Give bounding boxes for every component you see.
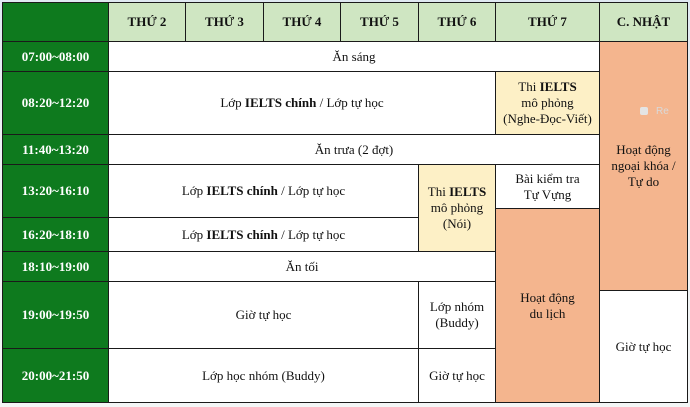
friday-mock-test-cell: Thi IELTS mô phỏng (Nói) [418,164,496,252]
dinner-cell: Ăn tối [108,251,496,282]
saturday-mock-test-cell: Thi IELTS mô phỏng (Nghe-Đọc-Viết) [495,71,600,135]
day-header-wed: THỨ 4 [263,2,341,42]
time-slot: 18:10~19:00 [2,251,109,282]
breakfast-cell: Ăn sáng [108,41,600,72]
time-slot: 08:20~12:20 [2,71,109,135]
time-slot: 20:00~21:50 [2,348,109,403]
morning-class-label: Lớp IELTS chính / Lớp tự học [220,95,384,110]
day-header-sat: THỨ 7 [495,2,600,42]
saturday-travel-cell: Hoạt động du lịch [495,208,600,403]
watermark-square-icon [640,107,648,116]
sunday-activity-cell: Hoạt động ngoại khóa / Tự do [599,41,688,291]
time-slot: 13:20~16:10 [2,164,109,218]
time-slot: 11:40~13:20 [2,134,109,165]
late-afternoon-class-label: Lớp IELTS chính / Lớp tự học [181,226,346,242]
sunday-self-study-cell: Giờ tự học [599,290,688,403]
faded-watermark: Re [640,106,690,126]
vocab-test-cell: Bài kiểm tra Tự Vựng [495,164,600,209]
time-slot: 16:20~18:10 [2,217,109,252]
group-class-cell: Lớp học nhóm (Buddy) [108,348,419,403]
group-class-friday-label: Lớp nhóm (Buddy) [429,299,485,330]
saturday-mock-test-label: Thi IELTS mô phỏng (Nghe-Đọc-Viết) [503,79,592,126]
vocab-test-label: Bài kiểm tra Tự Vựng [515,170,580,202]
corner-cell [2,2,109,42]
afternoon-class-cell: Lớp IELTS chính / Lớp tự học [108,164,419,218]
lunch-cell: Ăn trưa (2 đợt) [108,134,600,165]
self-study-cell: Giờ tự học [108,281,419,349]
day-header-sun: C. NHẬT [599,2,688,42]
late-afternoon-class-cell: Lớp IELTS chính / Lớp tự học [108,217,419,252]
morning-class-cell: Lớp IELTS chính / Lớp tự học [108,71,496,135]
sunday-activity-label: Hoạt động ngoại khóa / Tự do [611,142,676,189]
time-slot: 19:00~19:50 [2,281,109,349]
group-class-friday-cell: Lớp nhóm (Buddy) [418,281,496,349]
day-header-tue: THỨ 3 [185,2,264,42]
time-slot: 07:00~08:00 [2,41,109,72]
day-header-thu: THỨ 5 [340,2,419,42]
friday-mock-test-label: Thi IELTS mô phỏng (Nói) [427,184,487,231]
day-header-fri: THỨ 6 [418,2,496,42]
day-header-mon: THỨ 2 [108,2,186,42]
friday-self-study-cell: Giờ tự học [418,348,496,403]
afternoon-class-label: Lớp IELTS chính / Lớp tự học [181,183,346,198]
saturday-travel-label: Hoạt động du lịch [520,289,575,321]
